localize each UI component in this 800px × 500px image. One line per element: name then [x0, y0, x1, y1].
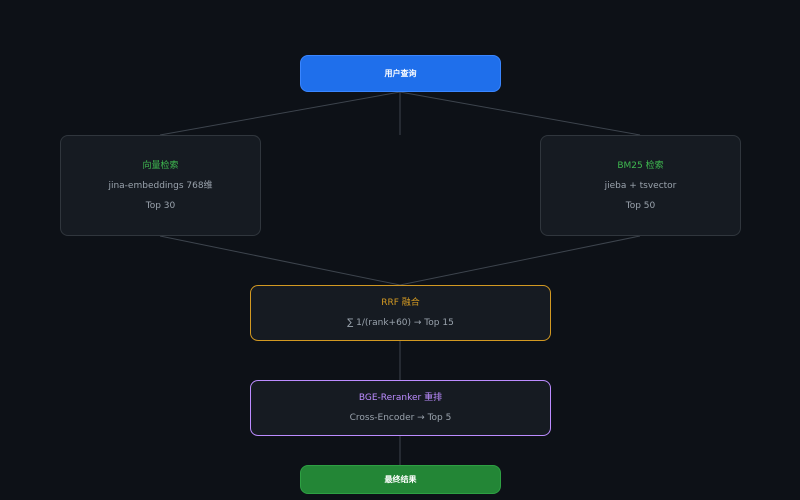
final-result-node: 最终结果	[300, 465, 501, 494]
connector-query-vector	[159, 91, 401, 136]
bm25-tokenizer-text: jieba + tsvector	[604, 180, 677, 191]
reranker-node: BGE-Reranker 重排 Cross-Encoder → Top 5	[250, 380, 551, 436]
bm25-retrieval-node: BM25 检索 jieba + tsvector Top 50	[540, 135, 741, 236]
reranker-detail-text: Cross-Encoder → Top 5	[349, 413, 452, 423]
connector-vector-rrf	[159, 235, 401, 286]
bm25-topk-text: Top 50	[625, 200, 656, 211]
rrf-formula-text: ∑ 1/(rank+60) → Top 15	[347, 318, 454, 328]
vector-retrieval-title: 向量检索	[142, 160, 179, 171]
connector-query-bm25	[399, 91, 641, 136]
vector-topk-text: Top 30	[145, 200, 176, 211]
connector-bm25-rrf	[399, 235, 641, 286]
rrf-fusion-title: RRF 融合	[381, 298, 420, 308]
rrf-fusion-node: RRF 融合 ∑ 1/(rank+60) → Top 15	[250, 285, 551, 341]
reranker-title: BGE-Reranker 重排	[358, 393, 443, 403]
query-node: 用户查询	[300, 55, 501, 92]
bm25-retrieval-title: BM25 检索	[617, 160, 664, 171]
vector-model-text: jina-embeddings 768维	[108, 180, 213, 191]
query-node-title: 用户查询	[384, 68, 417, 78]
vector-retrieval-node: 向量检索 jina-embeddings 768维 Top 30	[60, 135, 261, 236]
final-result-title: 最终结果	[384, 474, 417, 484]
